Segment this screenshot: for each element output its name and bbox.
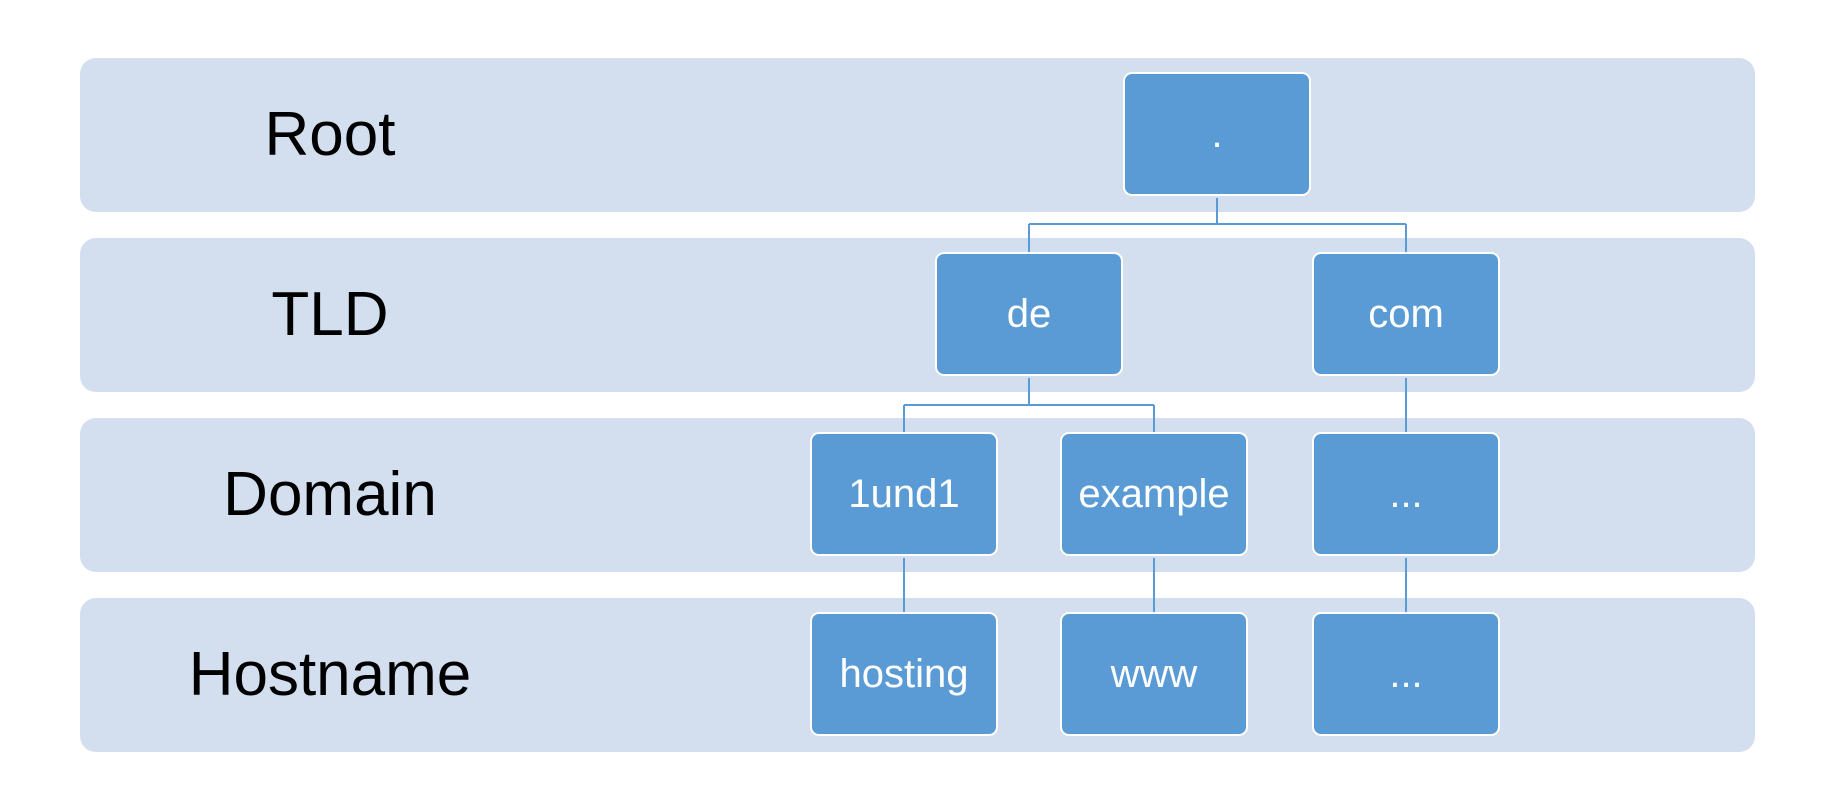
node-root: . (1123, 72, 1311, 196)
level-label-domain: Domain (223, 460, 437, 529)
node-tld-de-label: de (1006, 291, 1052, 336)
node-host-hosting: hosting (810, 612, 998, 736)
node-domain-ellipsis: ... (1312, 432, 1500, 556)
level-label-root: Root (264, 100, 396, 169)
node-domain-ellipsis-label: ... (1389, 471, 1423, 516)
node-tld-com: com (1312, 252, 1500, 376)
node-tld-com-label: com (1368, 291, 1444, 336)
band-root: Root (80, 58, 1755, 212)
level-label-tld: TLD (271, 280, 389, 349)
node-tld-de: de (935, 252, 1123, 376)
node-domain-example: example (1060, 432, 1248, 556)
node-host-ellipsis-label: ... (1389, 651, 1423, 696)
node-host-www-label: www (1110, 651, 1198, 696)
node-domain-1und1-label: 1und1 (848, 471, 960, 516)
node-domain-example-label: example (1078, 471, 1230, 516)
node-root-label: . (1211, 111, 1223, 156)
node-host-hosting-label: hosting (839, 651, 969, 696)
node-host-www: www (1060, 612, 1248, 736)
node-domain-1und1: 1und1 (810, 432, 998, 556)
node-host-ellipsis: ... (1312, 612, 1500, 736)
level-label-hostname: Hostname (188, 640, 472, 709)
